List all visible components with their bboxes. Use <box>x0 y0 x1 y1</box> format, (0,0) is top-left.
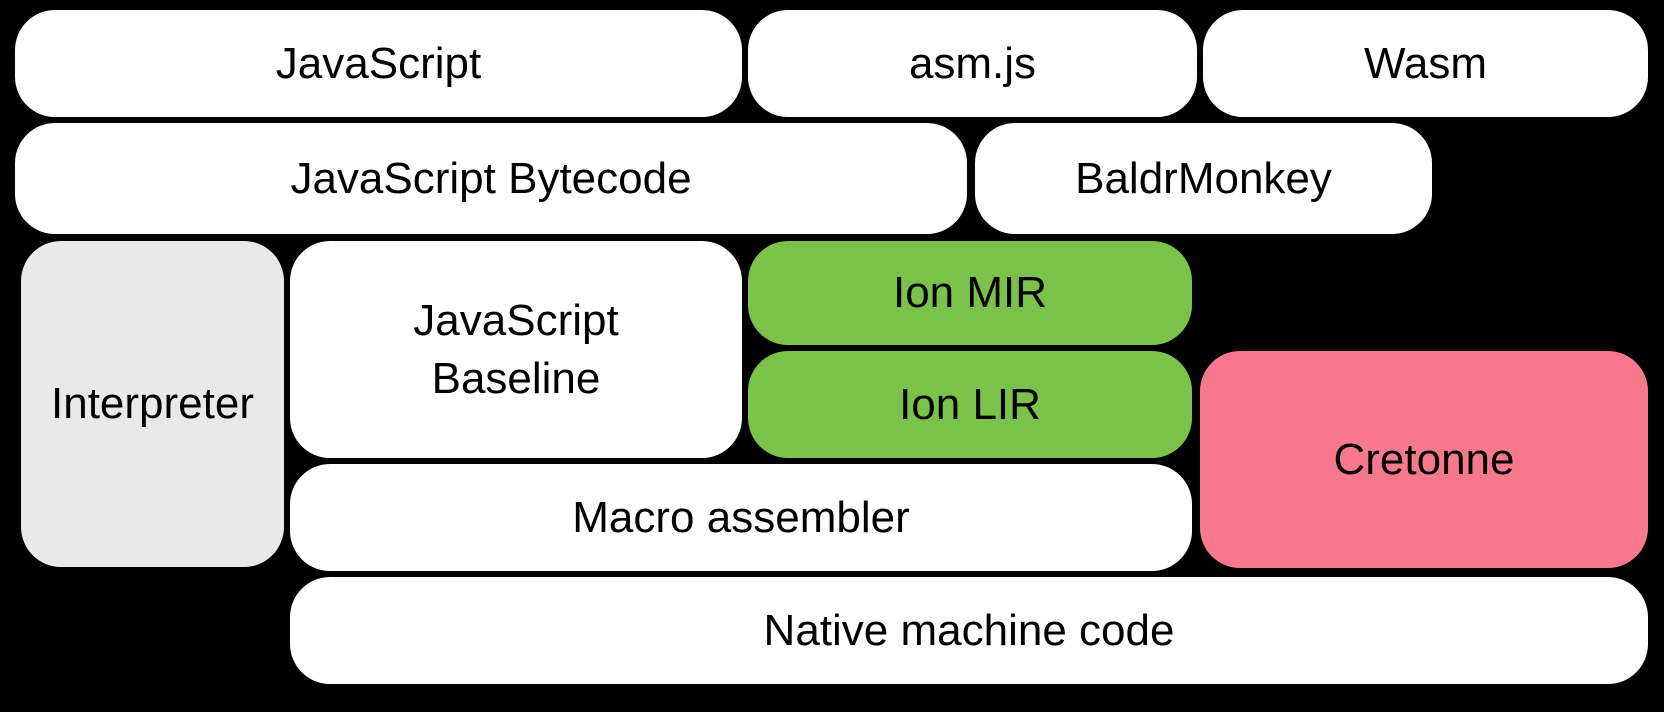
box-interpreter: Interpreter <box>21 241 284 567</box>
box-asmjs: asm.js <box>748 10 1197 117</box>
box-native-machine-code: Native machine code <box>290 577 1648 684</box>
box-wasm: Wasm <box>1203 10 1648 117</box>
box-javascript-baseline: JavaScript Baseline <box>290 241 742 458</box>
box-macro-assembler: Macro assembler <box>290 464 1192 571</box>
box-javascript: JavaScript <box>15 10 742 117</box>
box-ion-lir: Ion LIR <box>748 351 1192 458</box>
box-ion-mir: Ion MIR <box>748 241 1192 345</box>
box-javascript-bytecode: JavaScript Bytecode <box>15 123 967 234</box>
box-cretonne: Cretonne <box>1200 351 1648 568</box>
box-baldrmonkey: BaldrMonkey <box>975 123 1432 234</box>
